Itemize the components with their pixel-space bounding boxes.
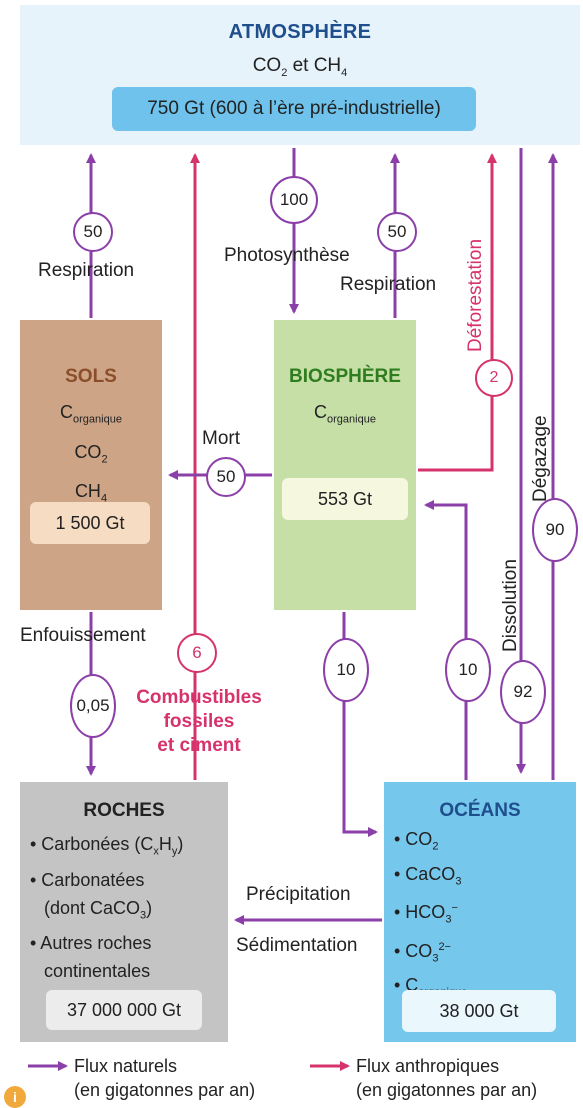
roches-list: • Carbonées (CxHy) • Carbonatées (dont C… (30, 834, 184, 982)
sols-value: 1 500 Gt (30, 502, 150, 544)
arrow-deforestation (418, 153, 497, 472)
flow-enfouissement-value: 0,05 (70, 674, 116, 738)
flow-ocean-to-bio-value: 10 (445, 638, 491, 702)
flow-degazage-label: Dégazage (530, 415, 551, 502)
sols-title: SOLS (65, 366, 117, 387)
flow-mort-label: Mort (202, 428, 240, 449)
oceans-box: OCÉANS • CO2 • CaCO3 • HCO3− • CO32− • C… (384, 782, 576, 1042)
biosphere-contents: Corganique (314, 402, 376, 426)
flow-combustibles-label: Combustibles fossiles et ciment (136, 687, 262, 756)
flow-sedimentation-label: Sédimentation (236, 935, 358, 956)
legend-natural: Flux naturels (en gigatonnes par an) (74, 1056, 256, 1100)
flow-respiration-bio-value: 50 (377, 212, 417, 252)
atmosphere-value: 750 Gt (600 à l’ère pré-industrielle) (112, 87, 476, 131)
atmosphere-box: ATMOSPHÈRE CO2 et CH4 750 Gt (600 à l’èr… (20, 5, 580, 145)
atmosphere-title: ATMOSPHÈRE (228, 21, 372, 43)
flow-enfouissement-label: Enfouissement (20, 625, 146, 646)
roches-title: ROCHES (83, 800, 165, 821)
legend-anthropic: Flux anthropiques (en gigatonnes par an) (356, 1056, 538, 1100)
flow-photosynthese-label: Photosynthèse (224, 245, 350, 266)
roches-box: ROCHES • Carbonées (CxHy) • Carbonatées … (20, 782, 228, 1042)
oceans-list: • CO2 • CaCO3 • HCO3− • CO32− • Corganiq… (394, 829, 467, 999)
flow-dissolution-label: Dissolution (500, 559, 521, 652)
biosphere-box: BIOSPHÈRE Corganique 553 Gt (274, 320, 416, 610)
flow-respiration-sols-label: Respiration (38, 260, 135, 281)
flow-combustibles-value: 6 (177, 633, 217, 673)
oceans-title: OCÉANS (439, 800, 521, 821)
flow-mort-value: 50 (206, 457, 246, 497)
flow-photosynthese-value: 100 (270, 176, 318, 224)
oceans-value: 38 000 Gt (402, 990, 556, 1032)
flow-deforestation-label: Déforestation (465, 238, 486, 352)
flow-precipitation-label: Précipitation (246, 884, 351, 905)
flow-deforestation-value: 2 (475, 359, 513, 397)
sols-contents: Corganique CO2 CH4 (60, 402, 122, 505)
flow-respiration-bio-label: Respiration (340, 274, 437, 295)
flow-dissolution-value: 92 (500, 660, 546, 724)
roches-value: 37 000 000 Gt (46, 990, 202, 1030)
sols-box: SOLS Corganique CO2 CH4 1 500 Gt (20, 320, 162, 610)
atmosphere-gases: CO2 et CH4 (252, 55, 348, 79)
biosphere-title: BIOSPHÈRE (289, 366, 401, 387)
biosphere-value: 553 Gt (282, 478, 408, 520)
flow-bio-to-ocean-value: 10 (323, 638, 369, 702)
info-icon[interactable]: i (4, 1086, 26, 1108)
flow-respiration-sols-value: 50 (73, 212, 113, 252)
flow-degazage-value: 90 (532, 498, 578, 562)
